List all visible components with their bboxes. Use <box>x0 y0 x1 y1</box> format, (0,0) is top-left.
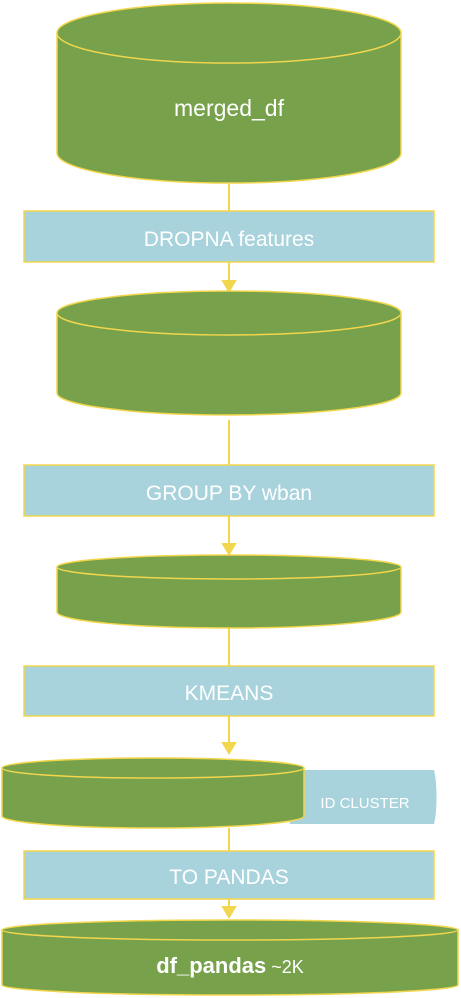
cylinder-df-pandas: df_pandas ~2K <box>1 919 459 996</box>
arrow-head-2 <box>221 543 237 556</box>
svg-text:KMEANS: KMEANS <box>185 682 274 705</box>
step-groupby: GROUP BY wban <box>23 464 435 517</box>
step-dropna: DROPNA features <box>23 210 435 263</box>
svg-text:GROUP BY wban: GROUP BY wban <box>146 482 312 505</box>
cylinder-merged-df: merged_df <box>56 2 402 184</box>
step-groupby-keyword: GROUP BY <box>146 482 256 505</box>
connectors <box>221 183 237 919</box>
cylinder-clustered <box>1 757 305 829</box>
step-groupby-rest: wban <box>256 482 312 505</box>
step-dropna-rest: features <box>232 228 314 251</box>
cylinder-grouped <box>56 554 402 629</box>
step-topandas-keyword: TO PANDAS <box>169 866 288 889</box>
svg-text:TO PANDAS: TO PANDAS <box>169 866 288 889</box>
arrow-head-3 <box>221 742 237 755</box>
step-kmeans-keyword: KMEANS <box>185 682 274 705</box>
step-topandas: TO PANDAS <box>23 850 435 900</box>
svg-text:ID CLUSTER: ID CLUSTER <box>320 795 409 812</box>
svg-text:DROPNA features: DROPNA features <box>144 228 314 251</box>
step-dropna-keyword: DROPNA <box>144 228 234 251</box>
side-tag-label: ID CLUSTER <box>320 795 409 812</box>
merged-df-label: merged_df <box>174 95 285 121</box>
cylinder-dropped <box>56 290 402 416</box>
arrow-head-1 <box>221 280 237 293</box>
df-pandas-suffix: ~2K <box>266 957 304 977</box>
step-kmeans: KMEANS <box>23 665 435 717</box>
svg-text:df_pandas ~2K: df_pandas ~2K <box>156 953 304 978</box>
side-tag-id-cluster: ID CLUSTER <box>290 770 437 824</box>
arrow-head-4 <box>221 906 237 919</box>
df-pandas-label: df_pandas <box>156 953 266 978</box>
svg-text:merged_df: merged_df <box>174 95 285 121</box>
